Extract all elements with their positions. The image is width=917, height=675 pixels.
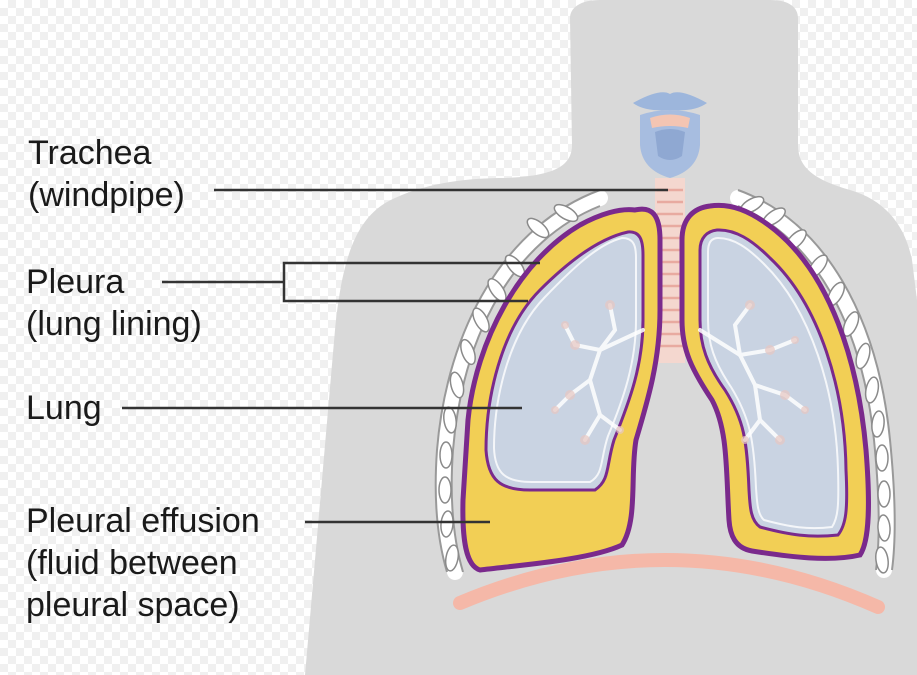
trachea-label-line1: Trachea bbox=[28, 132, 185, 174]
pleura-label-line2: (lung lining) bbox=[26, 303, 202, 345]
pleura-label: Pleura (lung lining) bbox=[26, 261, 202, 345]
lung-label: Lung bbox=[26, 387, 102, 429]
effusion-label-line2: (fluid between bbox=[26, 542, 260, 584]
effusion-label-line1: Pleural effusion bbox=[26, 500, 260, 542]
effusion-label-line3: pleural space) bbox=[26, 584, 260, 626]
effusion-label: Pleural effusion (fluid between pleural … bbox=[26, 500, 260, 626]
lung-label-line1: Lung bbox=[26, 387, 102, 429]
trachea-label: Trachea (windpipe) bbox=[28, 132, 185, 216]
trachea-label-line2: (windpipe) bbox=[28, 174, 185, 216]
pleura-label-line1: Pleura bbox=[26, 261, 202, 303]
